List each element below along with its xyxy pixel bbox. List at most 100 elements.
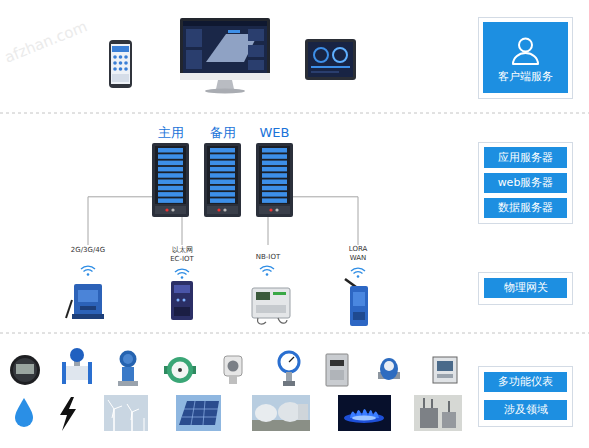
connector-line — [182, 217, 183, 245]
wifi-icons — [81, 266, 365, 279]
domain-icons-part — [144, 418, 145, 431]
instrument-icons-part — [433, 357, 457, 383]
instrument-icons-part — [283, 381, 295, 386]
wifi-icons-part — [260, 266, 274, 276]
instrument-icons-part — [437, 374, 453, 378]
node-label: 多功能仪表 — [498, 375, 553, 389]
monitor-part — [205, 89, 245, 94]
wifi-icons-part — [81, 266, 95, 276]
phone-part — [124, 61, 128, 65]
server-racks — [152, 143, 293, 217]
domain-icons-part — [203, 401, 205, 425]
instrument-icons-part — [118, 381, 138, 386]
instrument-icons-part — [286, 372, 292, 382]
gateway-node: NB-IOT — [246, 245, 290, 320]
watermark: afzhan.com — [2, 17, 90, 66]
server-type-box: 数据服务器 — [484, 198, 567, 218]
monitor-part — [183, 21, 267, 26]
domain-icons-part — [448, 401, 450, 412]
tablet — [305, 39, 356, 80]
separator-lines — [0, 113, 589, 333]
monitor-part — [216, 80, 234, 89]
tablet-part — [311, 71, 339, 73]
phone-part — [113, 67, 117, 71]
monitor — [180, 18, 270, 94]
gateway-node: 以太网 EC-IOT — [160, 245, 204, 322]
instrument-icons-part — [16, 364, 34, 374]
tablet-part — [314, 48, 328, 62]
phone-part — [113, 61, 117, 65]
domain-icons-part — [431, 399, 433, 408]
dtu-device — [66, 284, 104, 319]
monitor-part — [248, 45, 264, 57]
instrument-icons-part — [13, 358, 37, 382]
dtu-device-part — [72, 314, 104, 319]
instrument-icons-part — [326, 354, 348, 386]
instrument-icons-part — [380, 358, 398, 380]
domain-icons-part — [112, 409, 114, 418]
domain-icons-part — [127, 404, 132, 412]
phone-part — [124, 67, 128, 71]
instrument-icons-part — [289, 357, 294, 362]
node-label: 2G/3G/4G — [71, 246, 105, 255]
tablet-part — [333, 48, 347, 62]
panel-frames-part — [479, 273, 573, 305]
node-label: 主用 — [158, 125, 184, 141]
nb-iot-device-part — [252, 288, 290, 318]
tablet-part — [305, 39, 356, 80]
domain-icons — [15, 395, 462, 431]
domain-icons-part — [184, 409, 218, 410]
domain-icons-part — [131, 412, 133, 431]
gateway-node: LORA WAN — [338, 245, 378, 327]
server-node: 主用 — [152, 125, 189, 217]
instrument-icons-part — [224, 356, 242, 376]
category-box: 多功能仪表 — [484, 372, 567, 392]
instrument-icons — [10, 348, 457, 386]
nb-iot-device-part — [256, 292, 270, 300]
domain-icons-part — [132, 409, 139, 412]
ec-iot-device — [171, 281, 193, 320]
node-label: 应用服务器 — [498, 151, 553, 165]
nb-iot-device-part — [256, 305, 286, 313]
phone-part — [119, 55, 123, 59]
domain-icons-part — [420, 408, 438, 428]
tablet-part — [308, 42, 353, 77]
node-label: 涉及领域 — [504, 403, 548, 417]
user-icon-part — [513, 53, 538, 64]
domain-icons-part — [60, 397, 76, 431]
node-label: 物理网关 — [504, 281, 548, 295]
domain-icons-part — [131, 412, 132, 420]
nb-iot-device-part — [273, 292, 286, 295]
phone-part — [112, 46, 129, 52]
server-racks-part — [256, 143, 293, 217]
category-box: 涉及领域 — [484, 400, 567, 420]
node-label: 备用 — [210, 125, 236, 141]
domain-icons-part — [176, 395, 221, 431]
nb-iot-device — [252, 288, 290, 324]
domain-icons-part — [114, 406, 122, 409]
nb-iot-device-part — [278, 318, 287, 323]
panel-frames-part — [479, 143, 573, 224]
dtu-device-part — [74, 284, 102, 316]
monitor-part — [180, 18, 270, 80]
instrument-icons-part — [62, 362, 66, 384]
panel-frames-part — [479, 18, 573, 99]
wifi-icons-part — [351, 268, 365, 278]
phone-part — [119, 67, 123, 71]
nb-iot-device-part — [258, 318, 266, 324]
node-label: web服务器 — [498, 176, 554, 190]
instrument-icons-part — [122, 367, 134, 381]
ec-iot-device-part — [183, 299, 186, 302]
instrument-icons-part — [279, 352, 299, 372]
server-racks-part — [152, 143, 189, 217]
wifi-icons-part — [175, 269, 189, 279]
node-label: 以太网 EC-IOT — [167, 246, 197, 264]
ec-iot-device-part — [174, 285, 190, 293]
node-label: WEB — [260, 125, 290, 141]
lora-device-part — [353, 312, 365, 320]
tablet-part — [311, 66, 350, 68]
domain-icons-part — [108, 400, 114, 409]
